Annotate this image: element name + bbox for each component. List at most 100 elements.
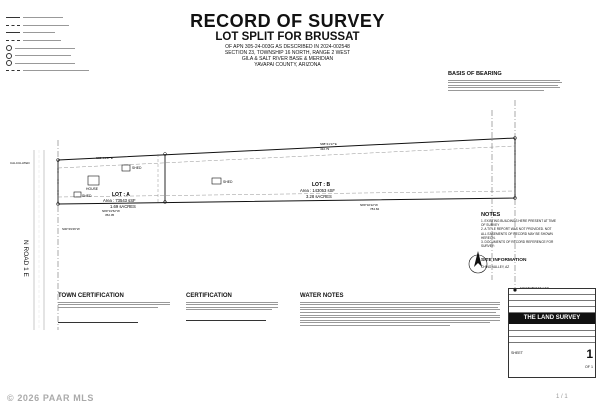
legend-line-icon xyxy=(6,70,20,72)
page-subtitle: LOT SPLIT FOR BRUSSAT xyxy=(215,31,360,43)
sheet-label: SHEET xyxy=(511,351,523,355)
title-block-row xyxy=(509,337,595,343)
distance-label: 352.05 xyxy=(105,213,115,217)
basis-of-bearing-heading: BASIS OF BEARING xyxy=(448,71,502,77)
lot-b-name: LOT : B xyxy=(312,182,330,188)
unreadable-text-line xyxy=(186,301,278,303)
legend xyxy=(6,14,106,75)
title-block-row xyxy=(509,307,595,313)
town-certification-heading: TOWN CERTIFICATION xyxy=(58,293,124,299)
bearing-label: N89°32'22"W xyxy=(360,203,378,207)
unreadable-text-line xyxy=(186,304,278,306)
signature-line xyxy=(186,320,266,322)
corner-monument-icon xyxy=(56,158,60,162)
unreadable-text-line xyxy=(448,84,558,86)
bearing-label: N89°31'52"W xyxy=(102,209,120,213)
structure-label: SHED xyxy=(223,180,233,184)
legend-line-icon xyxy=(6,40,20,42)
legend-line-icon xyxy=(6,32,20,34)
legal-description-line: SECTION 23, TOWNSHIP 16 NORTH, RANGE 2 W… xyxy=(224,50,351,56)
title-block-row xyxy=(509,331,595,337)
notes: NOTES 1. EXISTING BUILDINGS HERE PRESENT… xyxy=(481,211,557,248)
note-item: 1. EXISTING BUILDINGS HERE PRESENT AT TI… xyxy=(481,219,557,228)
north-arrow-icon xyxy=(468,251,488,274)
corner-monument-icon xyxy=(163,152,167,156)
note-item: 3. DOCUMENTS OF RECORD REFERENCE FOR SUR… xyxy=(481,240,554,249)
structure-label: SHED xyxy=(82,194,92,198)
sheet-of: OF 1 xyxy=(585,365,593,369)
road-label: N ROAD 1 E xyxy=(22,240,29,278)
structure-label: SHED xyxy=(132,166,142,170)
bearing-label: S00°29'26"W xyxy=(62,227,80,231)
monument-icon xyxy=(6,45,12,52)
unreadable-text-line xyxy=(58,304,170,306)
unreadable-text-line xyxy=(186,306,278,308)
certification-heading: CERTIFICATION xyxy=(186,293,232,299)
monument-icon xyxy=(6,52,12,59)
notes-heading: NOTES xyxy=(481,212,501,218)
title-block-row xyxy=(509,289,595,295)
water-notes-heading: WATER NOTES xyxy=(300,293,344,299)
unreadable-text-line xyxy=(448,79,560,81)
lot-b-acres: 3.28 sACRES xyxy=(306,194,332,199)
unreadable-text-line xyxy=(448,89,544,91)
sheet-number: 1 xyxy=(586,347,593,361)
shed-outline xyxy=(211,177,222,185)
unreadable-text-line xyxy=(300,324,450,326)
easement-line xyxy=(57,145,516,169)
legal-description: OF APN 305-24-003G AS DESCRIBED IN 2024-… xyxy=(170,44,405,68)
unreadable-text-line xyxy=(300,301,500,303)
title-block-row xyxy=(509,295,595,301)
distance-label: 432.79 xyxy=(320,147,330,151)
corner-monument-icon xyxy=(163,200,167,204)
corner-monument-icon xyxy=(513,288,517,292)
site-info-heading: SITE INFORMATION xyxy=(481,258,527,263)
unreadable-text-line xyxy=(58,301,170,303)
unreadable-text-line xyxy=(186,309,272,311)
corner-monument-icon xyxy=(56,202,60,206)
lot-a-area: Area : 73543 sSF xyxy=(103,198,136,203)
certification: CERTIFICATION xyxy=(186,292,280,323)
mls-watermark: © 2026 PAAR MLS xyxy=(7,393,94,403)
company-name: THE LAND SURVEY xyxy=(509,313,595,324)
legend-line-icon xyxy=(6,24,20,26)
monument-icon xyxy=(6,60,12,67)
note-item: 2. A TITLE REPORT WAS NOT PROVIDED. NOT … xyxy=(481,227,553,240)
legend-line-icon xyxy=(6,17,20,19)
structure-label: HOUSE xyxy=(86,187,99,191)
title-block-row xyxy=(509,301,595,307)
bearing-label: S88°41'47"E xyxy=(96,156,113,160)
unreadable-text-line xyxy=(300,319,500,321)
easement-line xyxy=(57,190,516,198)
unreadable-text-line xyxy=(300,304,500,306)
lot-a-name: LOT : A xyxy=(112,192,130,198)
title-block-row xyxy=(509,325,595,331)
water-notes: WATER NOTES xyxy=(300,292,505,328)
unreadable-text-line xyxy=(448,82,562,84)
unreadable-text-line xyxy=(448,87,560,89)
legal-description-line: GILA & SALT RIVER BASE & MERIDIAN xyxy=(241,56,334,62)
distance-label: 784.84 xyxy=(370,207,380,211)
unreadable-text-line xyxy=(58,306,158,308)
shed-outline xyxy=(121,164,131,172)
calculated-label: CALCULATED xyxy=(10,161,30,165)
unreadable-text-line xyxy=(300,317,500,319)
unreadable-text-line xyxy=(300,306,498,308)
site-info: SITE INFORMATION CHINO VALLEY, AZ xyxy=(481,257,557,269)
unreadable-text-line xyxy=(300,311,496,313)
unreadable-text-line xyxy=(300,309,500,311)
lot-b-area: Area : 143053 sSF xyxy=(300,188,335,193)
bearing-label: S88°41'17"E xyxy=(320,142,337,146)
page-title: RECORD OF SURVEY xyxy=(190,11,385,31)
title-block: THE LAND SURVEY SHEET 1 OF 1 xyxy=(508,288,596,378)
unreadable-text-line xyxy=(300,322,490,324)
house-outline xyxy=(87,175,100,186)
unreadable-text-line xyxy=(300,314,500,316)
page-indicator: 1 / 1 xyxy=(556,394,568,400)
lot-a-acres: 1.69 sACRES xyxy=(110,204,136,209)
corner-monument-icon xyxy=(513,136,517,140)
legal-description-line: OF APN 305-24-003G AS DESCRIBED IN 2024-… xyxy=(225,44,350,50)
shed-outline xyxy=(73,191,82,198)
